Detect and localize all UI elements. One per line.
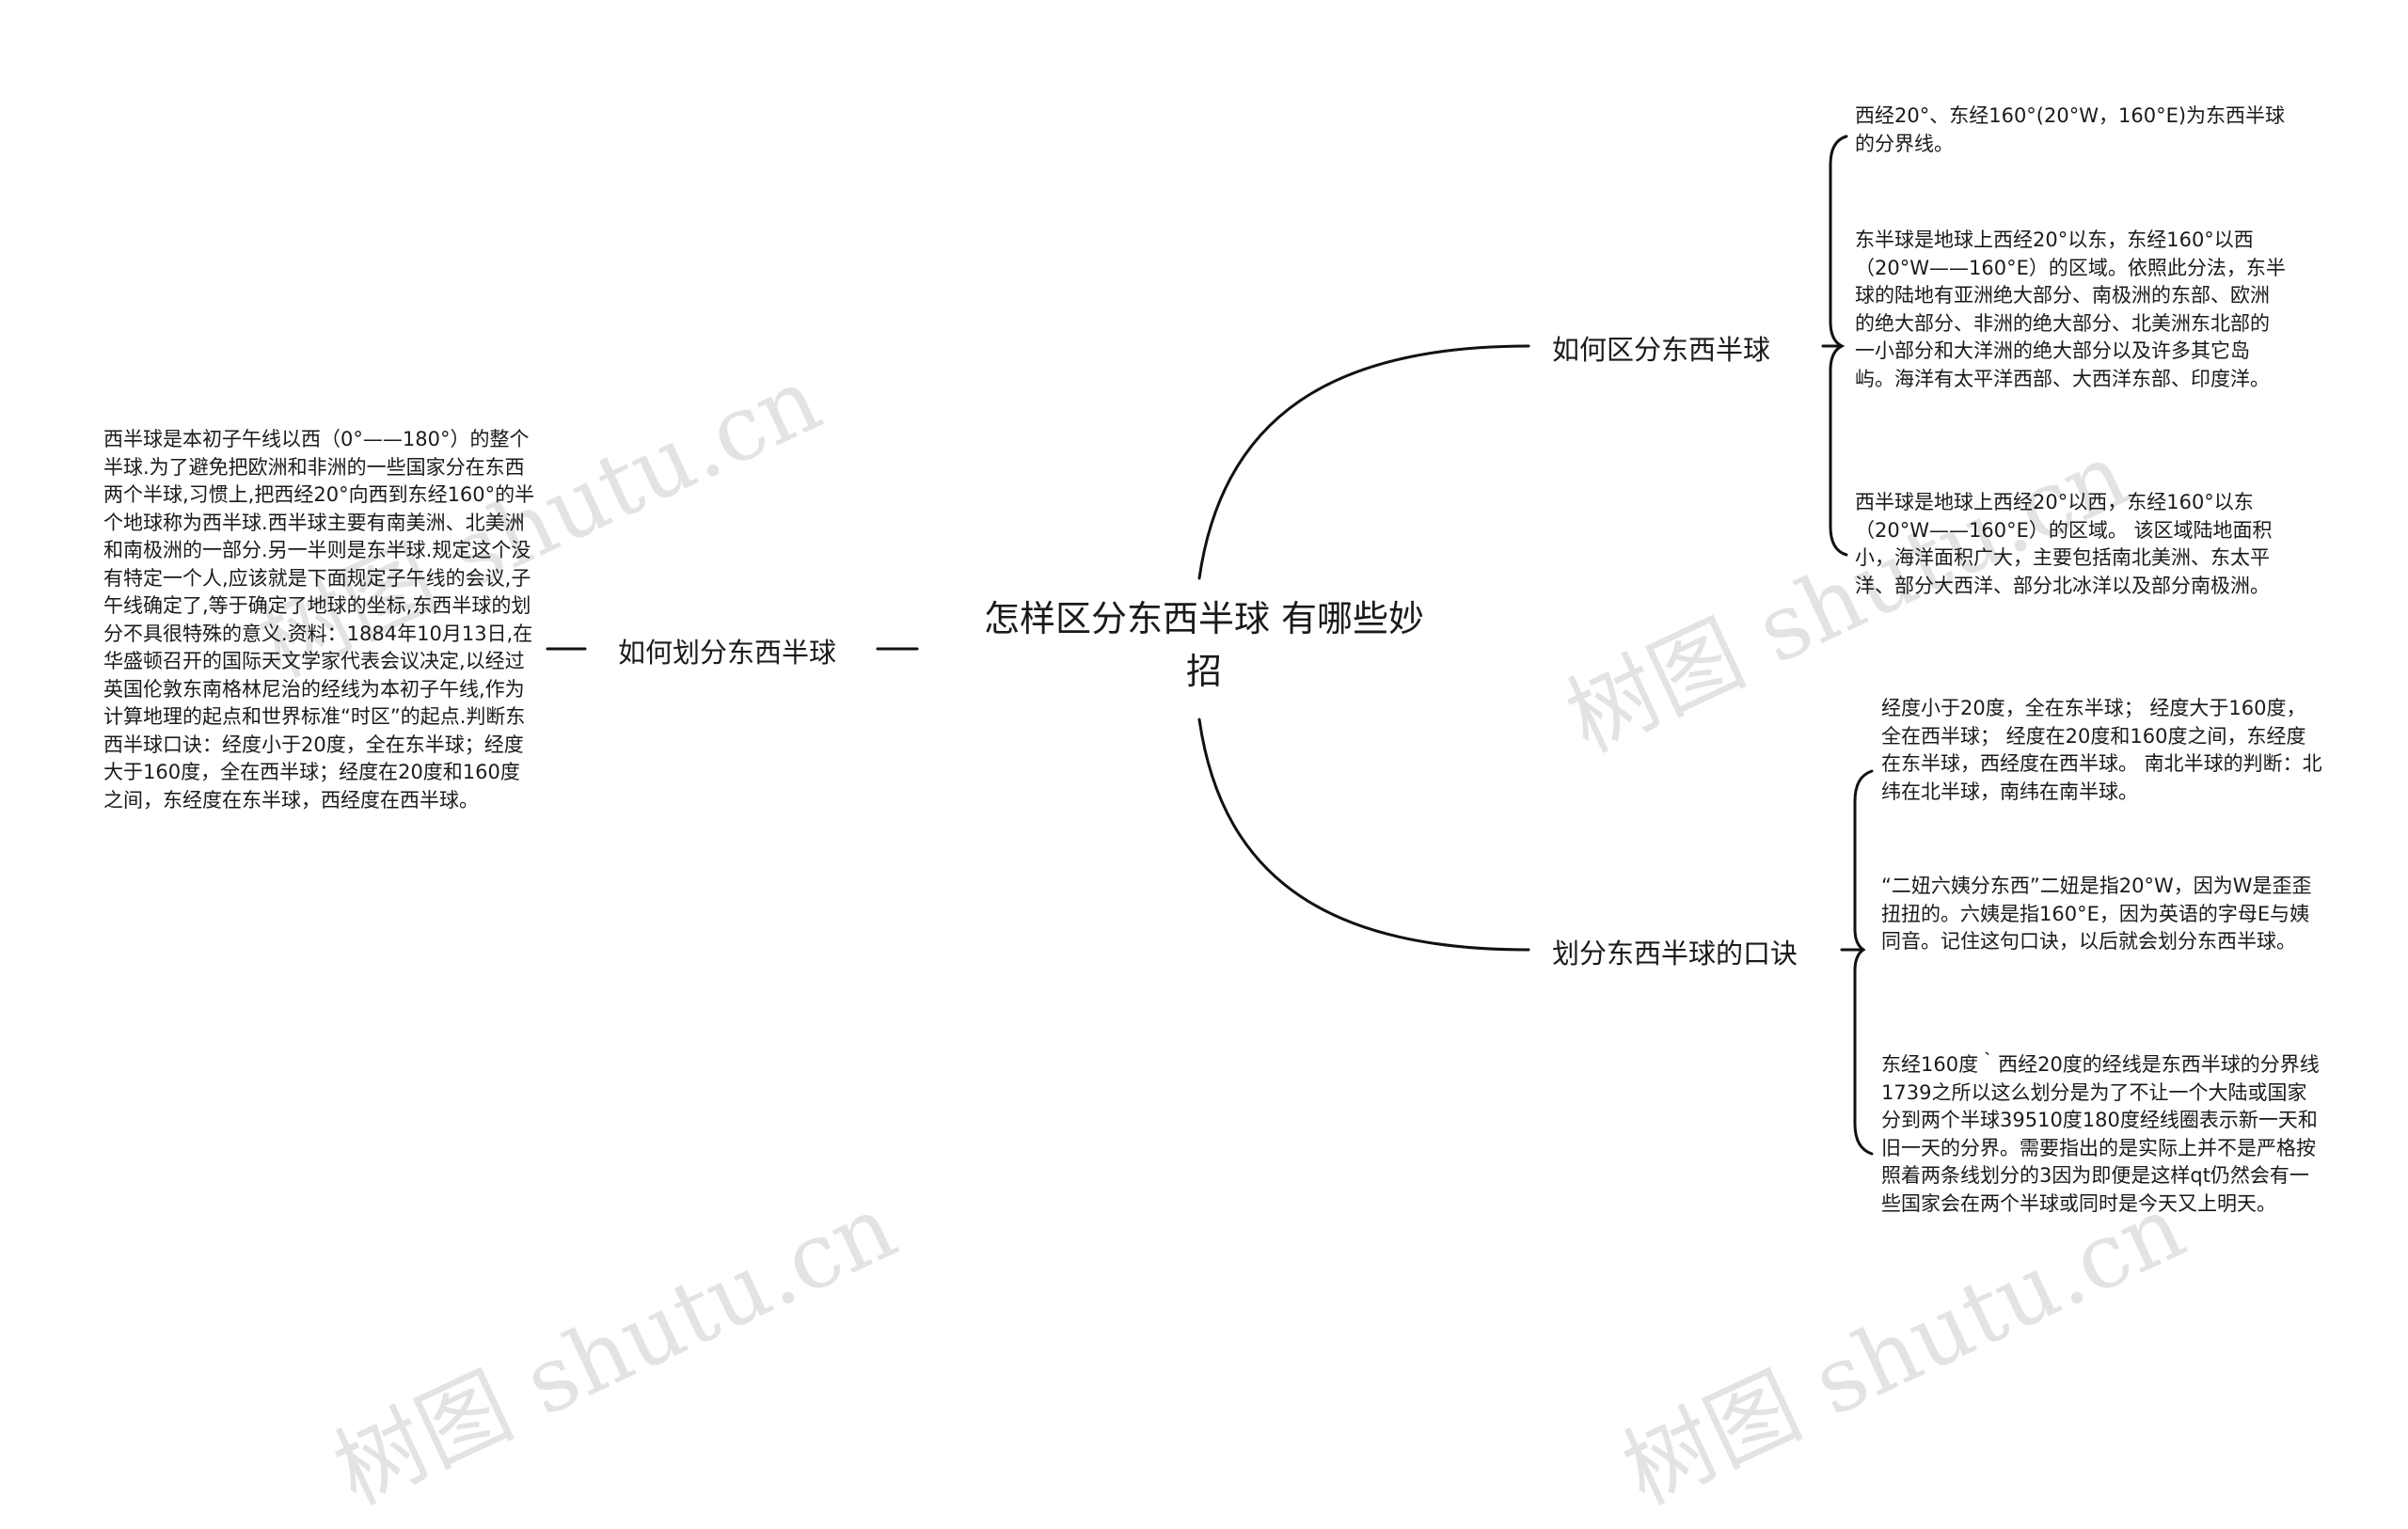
- bracket-branch-2: [1853, 769, 1874, 1156]
- central-topic[interactable]: 怎样区分东西半球 有哪些妙招: [983, 598, 1425, 692]
- branch-label-left[interactable]: 如何划分东西半球: [618, 637, 837, 669]
- mindmap-connectors: [546, 134, 1874, 1156]
- branch-2-item-3: 东经160度｀西经20度的经线是东西半球的分界线1739之所以这么划分是为了不让…: [1881, 1053, 2320, 1215]
- branch-1-item-3: 西半球是地球上西经20°以西，东经160°以东（20°W——160°E）的区域。…: [1855, 491, 2273, 597]
- branch-1-item-1: 西经20°、东经160°(20°W，160°E)为东西半球的分界线。: [1855, 104, 2286, 155]
- branch-label-right-1[interactable]: 如何区分东西半球: [1552, 334, 1771, 366]
- branch-label-right-2[interactable]: 划分东西半球的口诀: [1552, 938, 1798, 969]
- branch-2-item-1: 经度小于20度，全在东半球； 经度大于160度，全在西半球； 经度在20度和16…: [1881, 697, 2322, 803]
- bracket-branch-1: [1829, 134, 1848, 557]
- connector-to-branch-2: [1197, 717, 1530, 952]
- branch-2-item-2: “二妞六姨分东西”二妞是指20°W，因为W是歪歪扭扭的。六姨是指160°E，因为…: [1881, 875, 2312, 953]
- connector-to-branch-1: [1197, 344, 1530, 580]
- left-branch-text: 西半球是本初子午线以西（0°——180°）的整个半球.为了避免把欧洲和非洲的一些…: [103, 428, 535, 812]
- branch-1-item-2: 东半球是地球上西经20°以东，东经160°以西（20°W——160°E）的区域。…: [1855, 229, 2286, 390]
